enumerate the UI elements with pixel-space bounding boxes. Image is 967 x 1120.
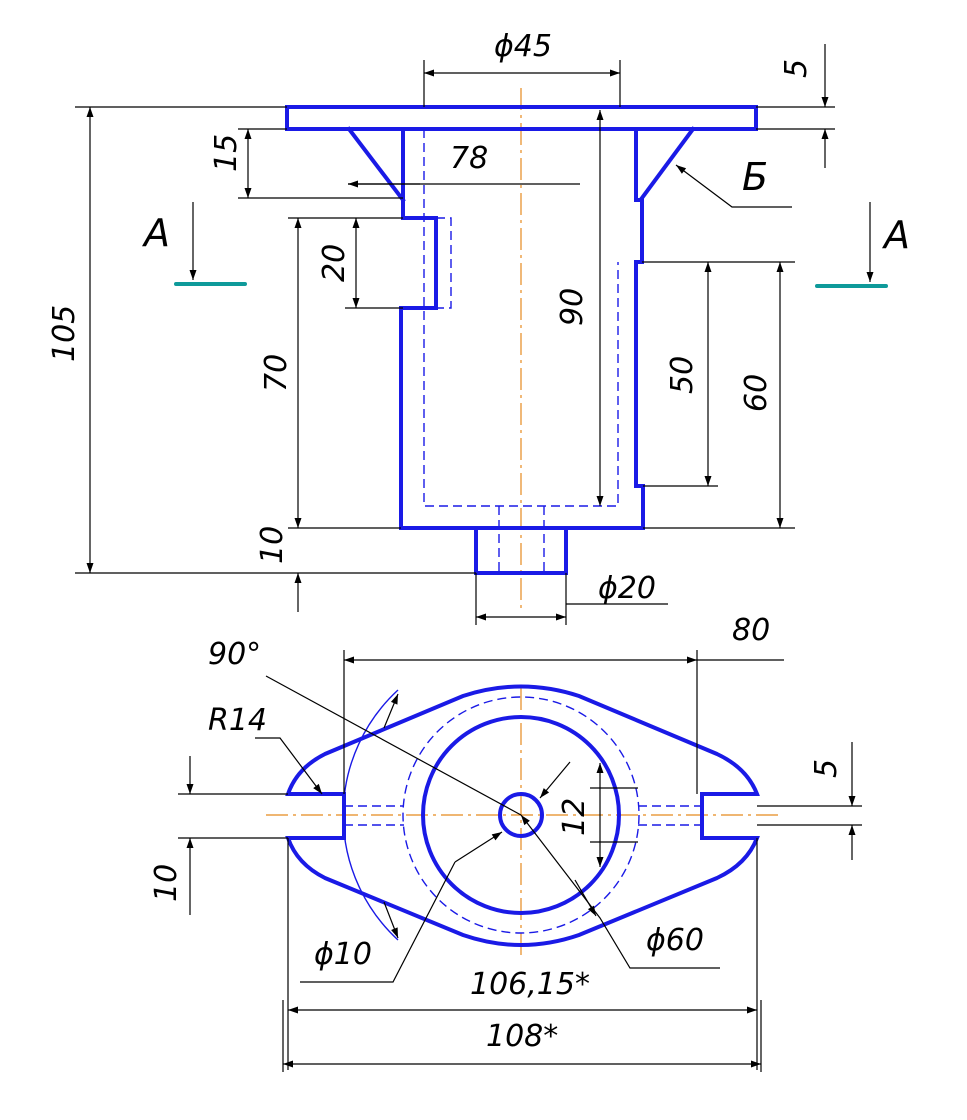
section-marker-right <box>815 202 888 288</box>
dim-phi45-label: ϕ45 <box>494 29 552 64</box>
section-label-right: А <box>881 213 910 257</box>
left-rib <box>346 126 406 203</box>
top-flange-plate <box>285 105 758 131</box>
front-dimension-lines <box>86 44 829 621</box>
dim-70-label: 70 <box>259 354 294 392</box>
dim-10-front-label: 10 <box>255 526 290 564</box>
dim-phi20-label: ϕ20 <box>598 571 656 606</box>
dim-phi60-label: ϕ60 <box>646 923 704 958</box>
section-label-left: А <box>141 211 170 255</box>
dim-12-label: 12 <box>557 798 592 836</box>
hidden-window <box>436 217 452 309</box>
section-marker-left <box>174 202 247 286</box>
dim-60-label: 60 <box>739 374 774 412</box>
hole-circle-phi10 <box>498 792 544 838</box>
dim-50-label: 50 <box>665 356 700 394</box>
dim-108-label: 108* <box>486 1019 558 1054</box>
dim-106-label: 106,15* <box>470 967 590 1002</box>
top-dimension-lines <box>186 656 856 1068</box>
bottom-boss <box>474 526 568 575</box>
dim-phi10-label: ϕ10 <box>314 937 372 972</box>
dim-105-label: 105 <box>47 305 82 362</box>
dim-R14-label: R14 <box>208 703 267 738</box>
front-extension-lines <box>75 60 835 625</box>
dim-5-top-label: 5 <box>779 59 814 78</box>
angle-construction-arc <box>342 689 399 941</box>
front-view: ϕ45 5 15 78 20 90 70 50 60 105 10 ϕ20 А … <box>47 29 910 625</box>
dim-78-label: 78 <box>450 141 488 176</box>
dim-90deg-label: 90° <box>208 637 261 672</box>
body-circle-phi60 <box>421 715 621 915</box>
dim-90-label: 90 <box>555 288 590 326</box>
hidden-inner-bore <box>423 129 619 507</box>
dim-20-label: 20 <box>317 244 352 282</box>
main-body-outline <box>399 127 645 530</box>
top-view: 90° 80 R14 5 12 10 ϕ10 ϕ60 106,15* 108* <box>149 613 862 1072</box>
top-flange-outline <box>285 684 760 947</box>
dim-80-label: 80 <box>732 613 770 648</box>
hidden-outer-circle <box>402 696 640 934</box>
view-mark-label: Б <box>742 155 768 199</box>
right-rib <box>639 126 696 201</box>
dim-10-top-label: 10 <box>149 864 184 902</box>
dim-5-label: 5 <box>809 759 844 778</box>
dim-15-label: 15 <box>209 134 244 172</box>
top-extension-lines <box>178 650 862 1072</box>
